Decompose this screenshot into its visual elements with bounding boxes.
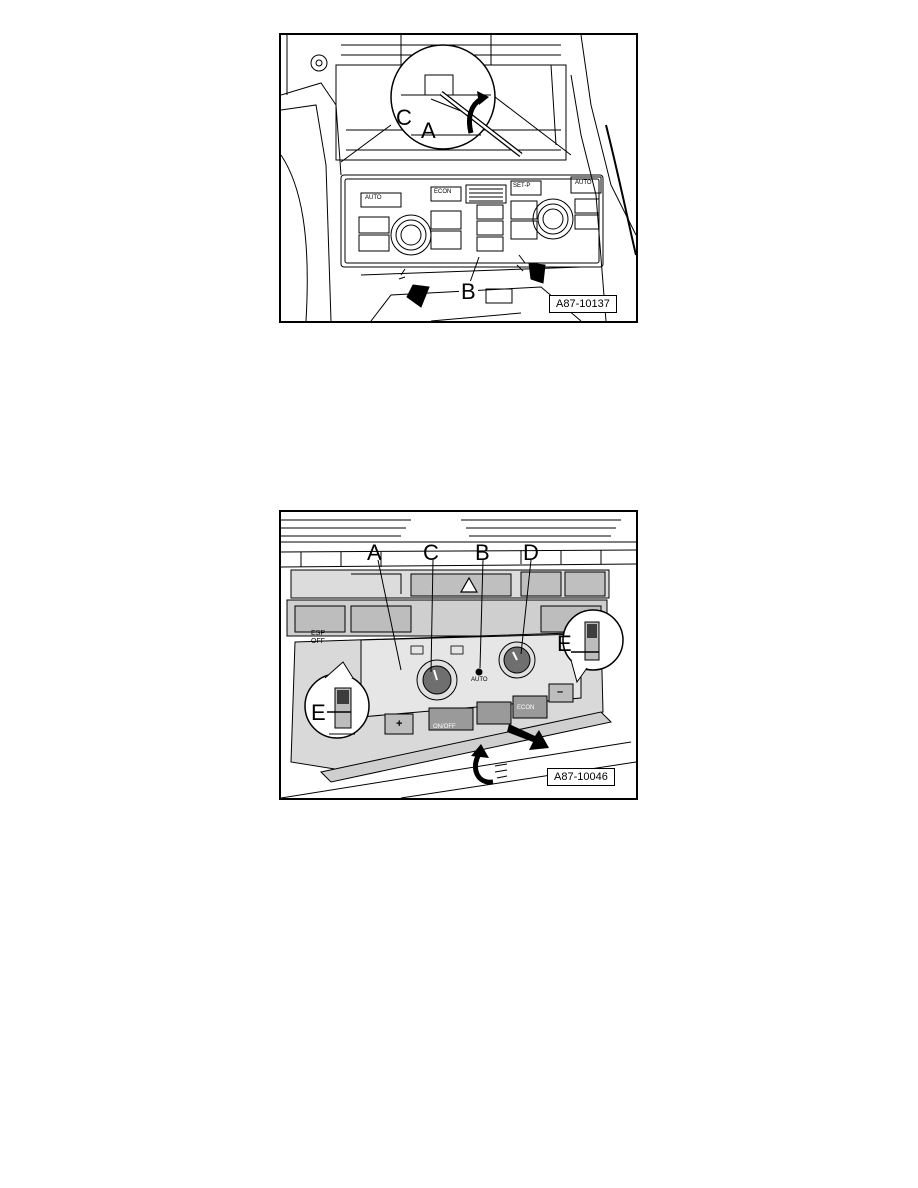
callout-c: C [396,105,412,130]
figure-reference: A87-10137 [549,295,617,314]
figure-climatronic-removal: C A B A87-10137 [279,33,638,323]
callout-a: A [421,118,436,143]
figure-reference: A87-10046 [547,768,615,787]
minus-button-label: – [557,686,564,698]
callout-e-left: E [311,700,326,725]
auto-label: AUTO [471,677,488,683]
callout-d: D [523,540,539,565]
esp-button-label: ESP OFF [311,630,325,646]
esp-label: ESP [311,630,326,637]
onoff-button-label: ON/OFF [433,724,456,730]
callout-e-right: E [557,631,572,656]
figure1-illustration [281,35,636,321]
callout-a: A [367,540,382,565]
figure-climatronic-controls: A C B D E E ESP OFF AUTO ON/OFF ECON + –… [279,510,638,800]
callout-b: B [475,540,490,565]
esp-off-label: OFF [311,638,325,645]
callout-b: B [459,279,478,304]
econ-button-label: ECON [517,705,535,711]
plus-button-label: + [396,718,403,730]
figure2-illustration [281,519,636,798]
callout-c: C [423,540,439,565]
